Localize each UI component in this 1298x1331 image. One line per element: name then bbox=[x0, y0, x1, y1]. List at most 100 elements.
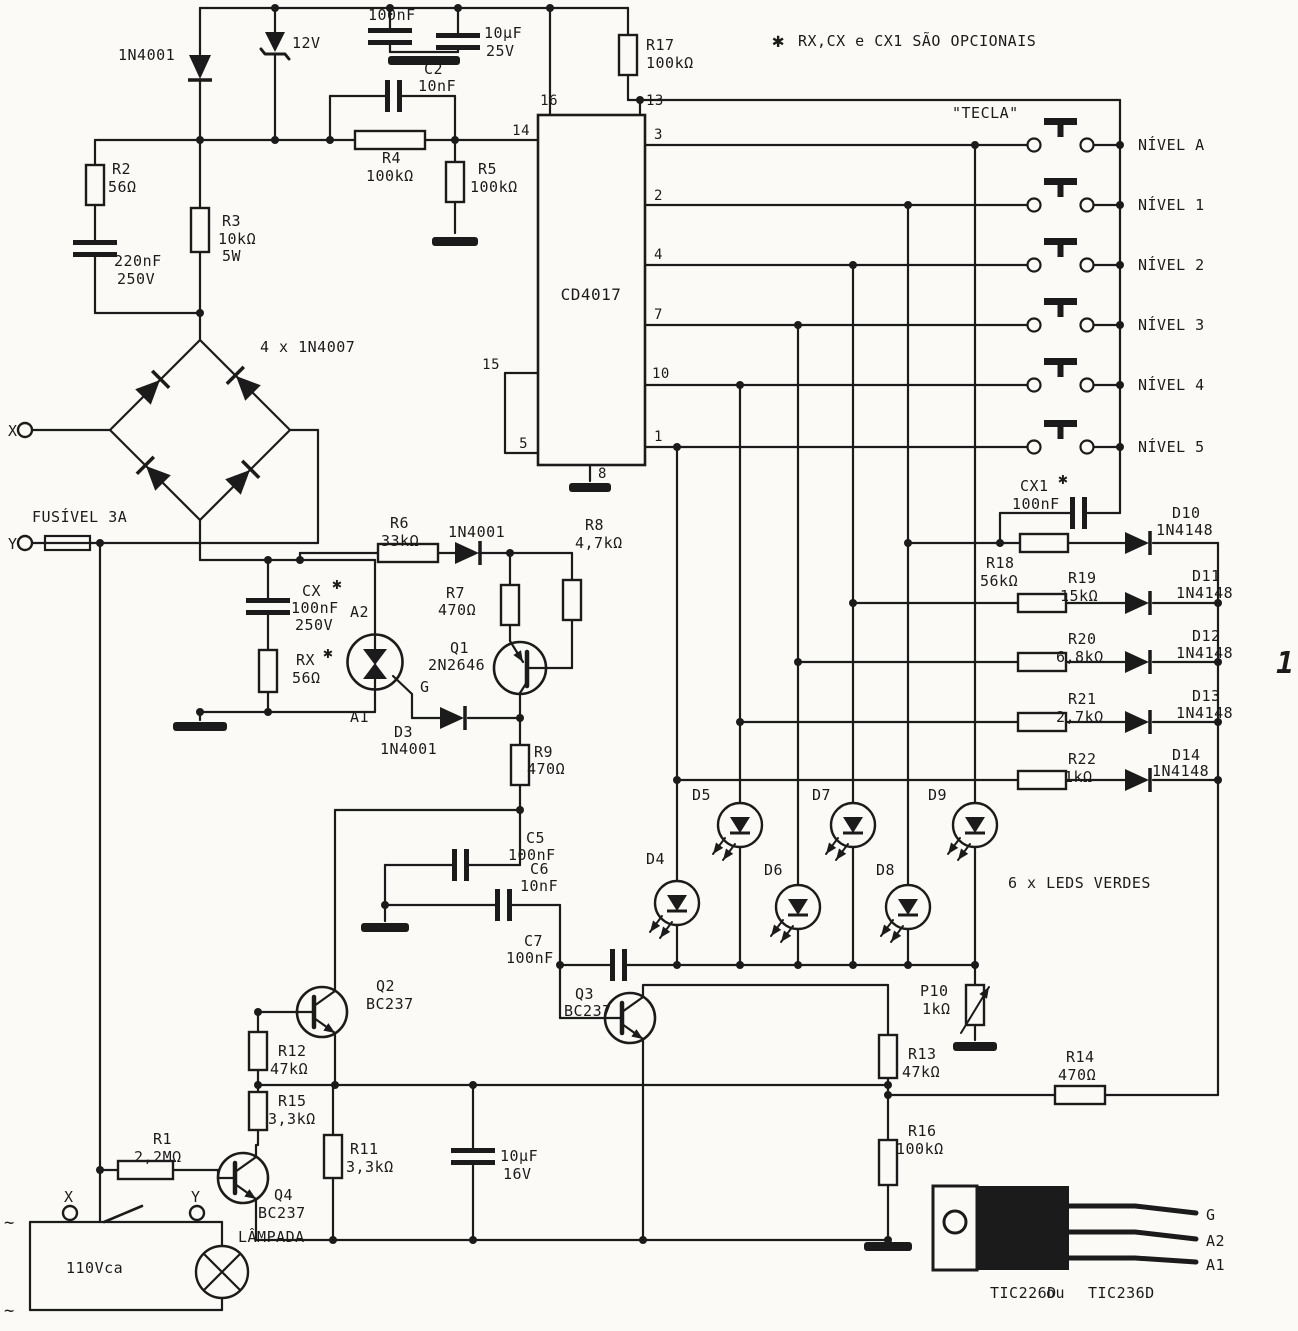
led-d9-emit-arrowhead bbox=[948, 842, 959, 854]
nivel-2: NÍVEL 2 bbox=[1138, 255, 1205, 274]
resistor-p10 bbox=[964, 983, 986, 1027]
resistor-r20 bbox=[1016, 651, 1068, 673]
wire bbox=[641, 983, 890, 999]
d13-part: 1N4148 bbox=[1176, 704, 1233, 722]
transistor-q1-b1 bbox=[518, 680, 529, 695]
capacitor-10uf-16v-plate bbox=[451, 1148, 495, 1153]
button-nivel-5-cap bbox=[1044, 420, 1077, 427]
rx-star: ✱ bbox=[323, 643, 333, 662]
button-nivel-1-stem bbox=[1057, 185, 1064, 197]
r20-value: 6,8kΩ bbox=[1056, 648, 1104, 666]
resistor-rx bbox=[257, 648, 279, 694]
transistor-q4-collector bbox=[233, 1155, 258, 1174]
diode-d13 bbox=[1125, 711, 1149, 733]
button-nivel-4-stem bbox=[1057, 365, 1064, 377]
d11-ref: D11 bbox=[1192, 567, 1221, 585]
bridge-diode-1 bbox=[135, 380, 160, 405]
pin14: 14 bbox=[512, 123, 530, 139]
nivel-a: NÍVEL A bbox=[1138, 135, 1205, 154]
junction-dot bbox=[1116, 201, 1124, 209]
cx-star: ✱ bbox=[332, 574, 342, 593]
triac-g-label: G bbox=[420, 678, 430, 696]
ac-mark-top: ~ bbox=[4, 1213, 15, 1233]
r12-value: 47kΩ bbox=[270, 1060, 308, 1078]
bridge-diode-3-cathode-bar bbox=[135, 455, 156, 476]
led-d4-emit-arrowhead bbox=[650, 920, 661, 932]
ground-bar bbox=[432, 237, 478, 246]
junction-dot bbox=[1116, 321, 1124, 329]
junction-dot bbox=[849, 961, 857, 969]
transistor-q2-emitter-arrow bbox=[323, 1023, 335, 1033]
button-nivel-4-contact-left bbox=[1026, 377, 1042, 393]
junction-dot bbox=[794, 961, 802, 969]
button-nivel-a-stem bbox=[1057, 125, 1064, 137]
junction-dot bbox=[794, 658, 802, 666]
nivel-3: NÍVEL 3 bbox=[1138, 315, 1205, 334]
r14-value: 470Ω bbox=[1058, 1066, 1096, 1084]
button-nivel-1-contact-left bbox=[1026, 197, 1042, 213]
note-text: RX,CX e CX1 SÃO OPCIONAIS bbox=[798, 31, 1036, 50]
junction-dot bbox=[996, 539, 1004, 547]
r17-value: 100kΩ bbox=[646, 54, 694, 72]
pin1: 1 bbox=[654, 429, 663, 445]
r18-value: 56kΩ bbox=[980, 572, 1018, 590]
r21-ref: R21 bbox=[1068, 690, 1097, 708]
sw-y-label: Y bbox=[191, 1188, 201, 1206]
button-nivel-3-stem bbox=[1057, 305, 1064, 317]
r12-ref: R12 bbox=[278, 1042, 307, 1060]
r5-ref: R5 bbox=[478, 160, 497, 178]
junction-dot bbox=[469, 1236, 477, 1244]
transistor-q1-emitter-arrow bbox=[513, 650, 523, 662]
capacitor-c5-plate bbox=[464, 849, 469, 881]
r4-ref: R4 bbox=[382, 149, 401, 167]
c8-voltage: 16V bbox=[503, 1165, 532, 1183]
transistor-q2-collector bbox=[312, 989, 337, 1008]
r11-ref: R11 bbox=[350, 1140, 379, 1158]
triac-body bbox=[977, 1186, 1069, 1270]
ground-bar bbox=[864, 1242, 912, 1251]
led-d7-junction bbox=[843, 817, 863, 833]
resistor-r22 bbox=[1016, 769, 1068, 791]
triac-symbol-upper bbox=[363, 649, 387, 665]
button-nivel-2-contact-left bbox=[1026, 257, 1042, 273]
r8-ref: R8 bbox=[585, 516, 604, 534]
junction-dot bbox=[516, 714, 524, 722]
q2-part: BC237 bbox=[366, 995, 414, 1013]
resistor-r5 bbox=[444, 160, 466, 204]
r22-ref: R22 bbox=[1068, 750, 1097, 768]
zener-12v bbox=[265, 32, 285, 52]
r16-ref: R16 bbox=[908, 1122, 937, 1140]
pkg-g: G bbox=[1206, 1206, 1216, 1224]
zener-12v-bar bbox=[259, 47, 291, 61]
led-d9-junction bbox=[965, 817, 985, 833]
transistor-q4-emitter-arrow bbox=[244, 1189, 256, 1199]
led-d4-emit-arrowhead bbox=[660, 926, 671, 938]
r13-value: 47kΩ bbox=[902, 1063, 940, 1081]
junction-dot bbox=[326, 136, 334, 144]
c2-ref: C2 bbox=[424, 60, 443, 78]
led-d7 bbox=[829, 801, 877, 849]
ground-bar bbox=[569, 483, 611, 492]
junction-dot bbox=[271, 4, 279, 12]
fuse bbox=[43, 534, 92, 552]
cx-value: 100nF bbox=[291, 599, 339, 617]
pin3: 3 bbox=[654, 127, 663, 143]
led-d6 bbox=[774, 883, 822, 931]
capacitor-100nf-top-plate bbox=[368, 28, 412, 33]
resistor-r15 bbox=[247, 1090, 269, 1132]
d11-part: 1N4148 bbox=[1176, 584, 1233, 602]
cx-ref: CX bbox=[302, 582, 321, 600]
wire bbox=[93, 255, 202, 315]
c4-voltage: 250V bbox=[117, 270, 155, 288]
junction-dot bbox=[1214, 658, 1222, 666]
led-d6-emit-arrowhead bbox=[781, 930, 792, 942]
d13-ref: D13 bbox=[1192, 687, 1221, 705]
led-d5-junction bbox=[730, 817, 750, 833]
bridge-label: 4 x 1N4007 bbox=[260, 338, 355, 356]
pkg-part1: TIC226D bbox=[990, 1284, 1057, 1302]
junction-dot bbox=[96, 1166, 104, 1174]
junction-dot bbox=[331, 1081, 339, 1089]
